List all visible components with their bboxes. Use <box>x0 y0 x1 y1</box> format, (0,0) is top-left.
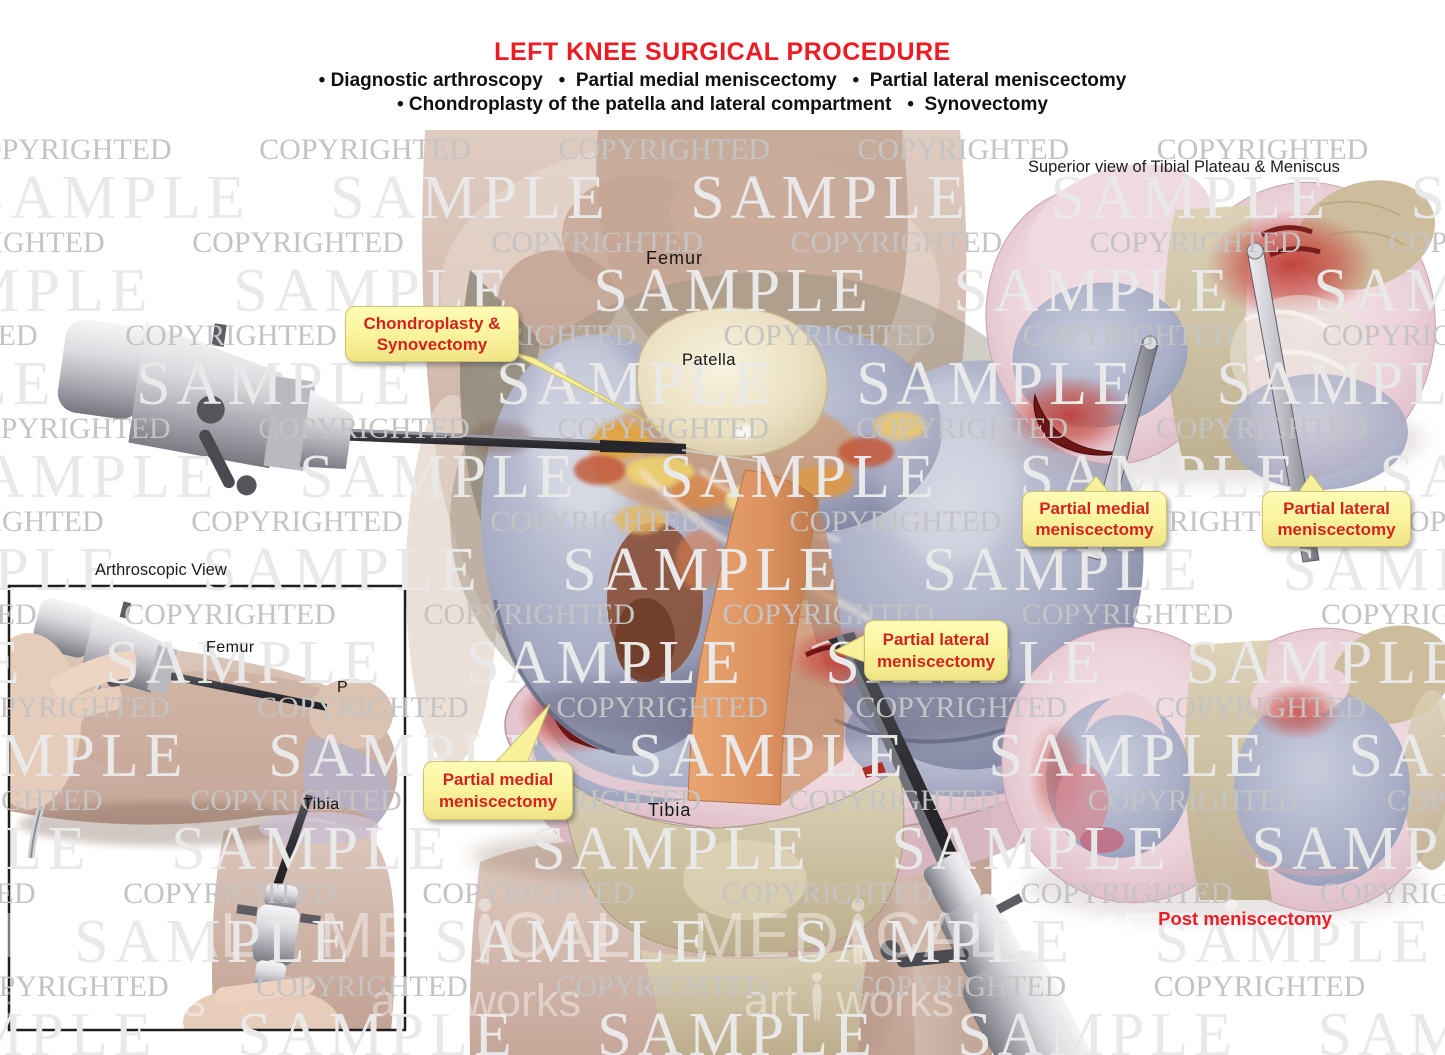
post-meniscectomy-illustration <box>1001 625 1445 923</box>
inset-border <box>7 584 407 1032</box>
superior-tibial-plateau-illustration <box>985 164 1436 563</box>
shaver-instrument <box>828 632 1104 1055</box>
main-knee-illustration <box>57 130 1144 1055</box>
arthroscope-instrument <box>57 319 766 496</box>
patella-bone <box>636 307 829 457</box>
inset-cannula-shaft <box>273 794 313 888</box>
inset-patella-bump <box>309 679 393 749</box>
medial-meniscus-cut-superior <box>1033 393 1126 456</box>
inset-arthroscope-shaft <box>171 672 327 711</box>
arthroscopic-inset-illustration <box>7 584 407 1032</box>
medial-meniscus-cut <box>552 706 650 752</box>
